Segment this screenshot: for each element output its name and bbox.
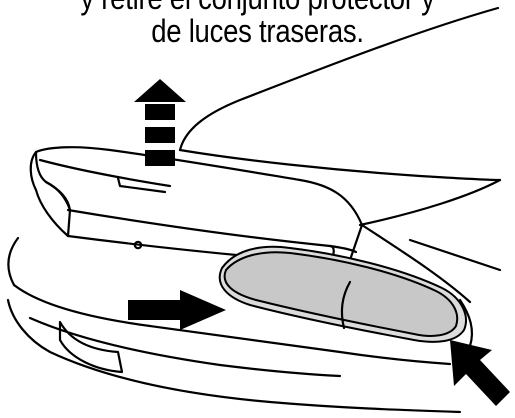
bumper-right-edge <box>458 298 474 348</box>
key-lock <box>133 240 143 250</box>
rear-window-lower-edge <box>178 148 502 182</box>
quarter-panel-curve <box>360 223 472 304</box>
trunk-lid-right-edge <box>358 178 502 227</box>
taillight-lens <box>223 251 459 337</box>
spoiler-underside <box>38 158 172 188</box>
bumper-lower <box>6 298 462 414</box>
lift-arrow-shaft-1 <box>145 104 175 120</box>
spoiler-top <box>34 146 364 227</box>
quarter-panel-line <box>348 223 364 262</box>
bumper-top <box>7 236 20 287</box>
trunk-lid-lower-edge <box>66 208 358 254</box>
instruction-caption: y retire el conjunto protector y de luce… <box>36 0 479 70</box>
lift-arrow-shaft-3 <box>145 150 175 166</box>
left-tail-end <box>29 150 72 238</box>
license-plate-recess <box>58 320 124 374</box>
taillight-divider <box>340 280 352 330</box>
push-arrow-icon <box>128 290 226 330</box>
lift-arrow-icon <box>134 79 186 102</box>
caption-line-2: de luces traseras. <box>151 13 364 49</box>
pry-arrow-icon <box>450 340 510 406</box>
bumper-body <box>12 283 452 366</box>
roof-line <box>178 6 500 152</box>
lift-arrow-shaft-2 <box>145 127 175 143</box>
bumper-inner <box>28 316 342 378</box>
caption-line-1: y retire el conjunto protector y <box>36 0 479 15</box>
quarter-panel-right <box>408 238 502 272</box>
left-tail-inner <box>44 180 72 212</box>
spoiler-slot <box>116 176 167 194</box>
